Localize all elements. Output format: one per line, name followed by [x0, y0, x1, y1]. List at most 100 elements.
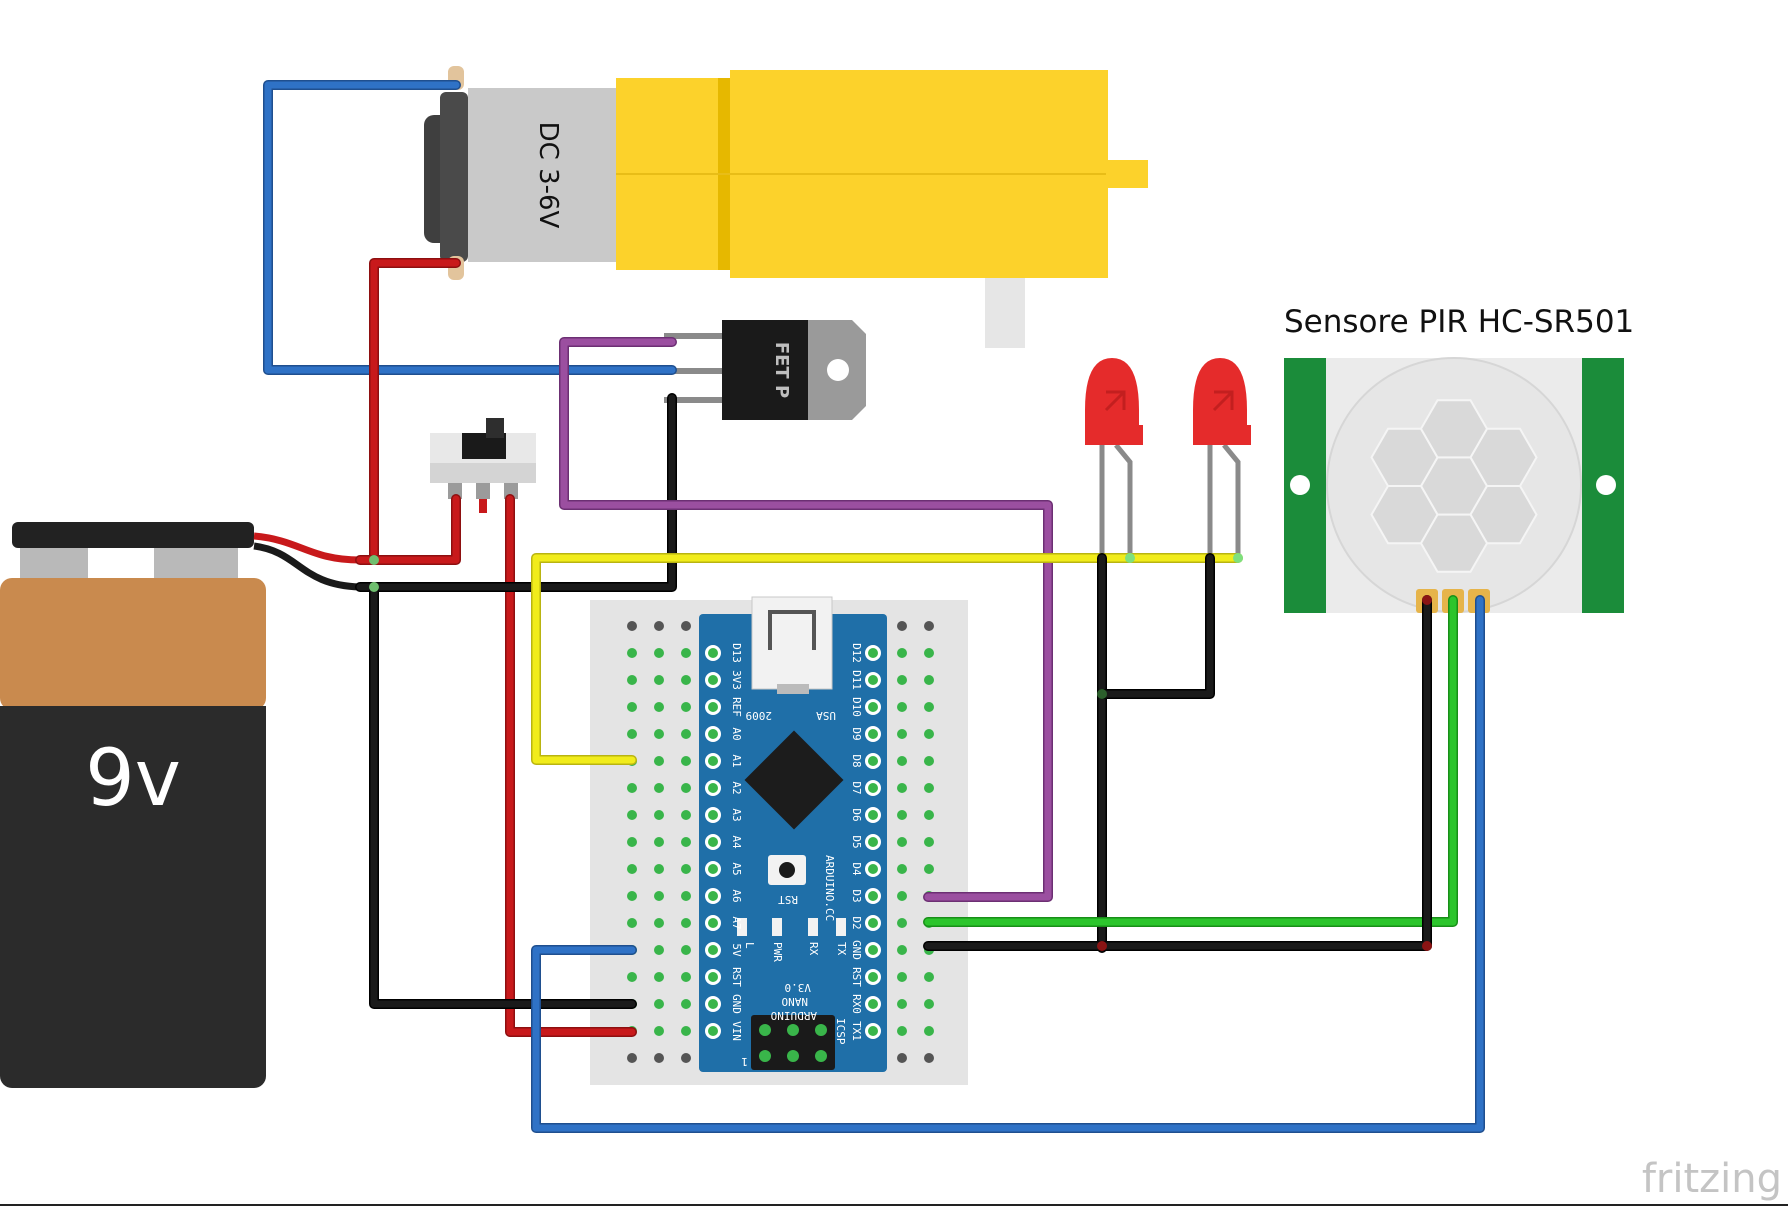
arduino-pin-label-right: D4	[850, 862, 863, 876]
battery-terminal-left	[20, 548, 88, 578]
switch-pin-2	[476, 483, 490, 499]
breadboard-hole	[654, 891, 664, 901]
wire-green-pir	[923, 595, 1458, 927]
battery-clip	[12, 522, 254, 548]
breadboard-hole	[654, 729, 664, 739]
breadboard-hole	[681, 891, 691, 901]
breadboard-hole	[924, 837, 934, 847]
arduino-model-text-2: NANO	[782, 995, 809, 1008]
arduino-rst-text: RST	[778, 893, 798, 906]
breadboard-hole	[924, 756, 934, 766]
breadboard-holes	[627, 621, 934, 1063]
pir-title: Sensore PIR HC-SR501	[1284, 304, 1634, 340]
breadboard-hole	[681, 945, 691, 955]
arduino-pin-label-left: A4	[730, 835, 743, 849]
arduino-pin-label-right: RST	[850, 967, 863, 987]
led-2-leg-anode	[1222, 443, 1241, 558]
wire-blue-pir-vcc	[531, 595, 1485, 1133]
breadboard-hole	[654, 864, 664, 874]
breadboard-hole	[897, 783, 907, 793]
breadboard-hole	[897, 1053, 907, 1063]
breadboard-hole	[627, 1053, 637, 1063]
battery-terminal-right	[154, 548, 238, 578]
battery-red-lead	[253, 532, 361, 564]
pir-mount-hole-right	[1596, 475, 1616, 495]
led-2	[1193, 358, 1251, 558]
arduino-pin-label-left: VIN	[730, 1021, 743, 1041]
arduino-pin-label-right: RX0	[850, 994, 863, 1014]
icsp-pin	[787, 1024, 799, 1036]
usb-port-outline	[768, 610, 816, 650]
arduino-pin-label-right: D9	[850, 727, 863, 740]
breadboard-hole	[897, 675, 907, 685]
pir-mount-hole-left	[1290, 475, 1310, 495]
icsp-pin	[759, 1050, 771, 1062]
icsp-header	[751, 1015, 835, 1070]
usb-connector	[751, 596, 833, 690]
breadboard-hole	[627, 702, 637, 712]
onboard-led-rx	[808, 918, 818, 936]
breadboard-hole	[924, 702, 934, 712]
battery-label: 9v	[85, 734, 181, 824]
breadboard-hole	[627, 729, 637, 739]
pir-lens-cell	[1419, 399, 1489, 459]
arduino-pin-label-left: A6	[730, 889, 743, 902]
breadboard-hole	[654, 945, 664, 955]
breadboard-hole	[897, 972, 907, 982]
arduino-pin-label-right: D10	[850, 697, 863, 717]
arduino-pin-label-left: A3	[730, 808, 743, 821]
breadboard-hole	[924, 864, 934, 874]
battery-9v: 9v	[0, 522, 361, 1088]
breadboard-hole	[627, 864, 637, 874]
arduino-led-pwr-text: PWR	[771, 942, 784, 962]
breadboard-hole	[924, 648, 934, 658]
breadboard-hole	[924, 729, 934, 739]
pir-lens-cell	[1419, 513, 1489, 573]
breadboard-hole	[681, 999, 691, 1009]
onboard-led-tx	[836, 918, 846, 936]
reset-button-cap	[779, 862, 795, 878]
arduino-pin-label-left: 5V	[730, 943, 743, 957]
wire-purple-gate	[559, 337, 1053, 902]
breadboard-hole	[924, 999, 934, 1009]
arduino-pin-label-right: TX1	[850, 1021, 863, 1041]
battery-black-lead	[253, 542, 361, 591]
breadboard-hole	[897, 864, 907, 874]
wire-red-switch	[355, 494, 461, 565]
breadboard-hole	[924, 1026, 934, 1036]
breadboard-hole	[897, 891, 907, 901]
pir-sensor: Sensore PIR HC-SR501	[1284, 304, 1634, 613]
led-1	[1085, 358, 1143, 558]
arduino-icsp-text: ICSP	[834, 1018, 847, 1045]
breadboard-hole	[924, 972, 934, 982]
arduino-led-rx-text: RX	[807, 942, 820, 956]
microcontroller-chip	[744, 730, 844, 830]
arduino-pin-label-left: A5	[730, 862, 743, 875]
mosfet-body	[722, 320, 810, 420]
breadboard-hole	[627, 648, 637, 658]
fritzing-watermark: fritzing	[1642, 1156, 1782, 1202]
breadboard-hole	[897, 756, 907, 766]
breadboard-hole	[681, 1026, 691, 1036]
switch-knob	[486, 418, 504, 438]
breadboard-hole	[654, 756, 664, 766]
pir-fresnel-lens	[1370, 399, 1538, 573]
arduino-pin-label-right: D11	[850, 670, 863, 690]
breadboard-hole	[681, 864, 691, 874]
breadboard-hole	[627, 972, 637, 982]
breadboard-hole	[897, 729, 907, 739]
mosfet-leg-1	[664, 333, 724, 339]
breadboard-hole	[654, 918, 664, 928]
breadboard-hole	[627, 621, 637, 631]
breadboard-hole	[897, 1026, 907, 1036]
breadboard-hole	[681, 621, 691, 631]
mosfet: FET P	[664, 320, 866, 420]
breadboard-hole	[654, 621, 664, 631]
breadboard-hole	[924, 1053, 934, 1063]
breadboard-hole	[897, 999, 907, 1009]
arduino-pin-label-right: D2	[850, 916, 863, 929]
mosfet-tab-hole	[827, 359, 849, 381]
breadboard-hole	[681, 1053, 691, 1063]
